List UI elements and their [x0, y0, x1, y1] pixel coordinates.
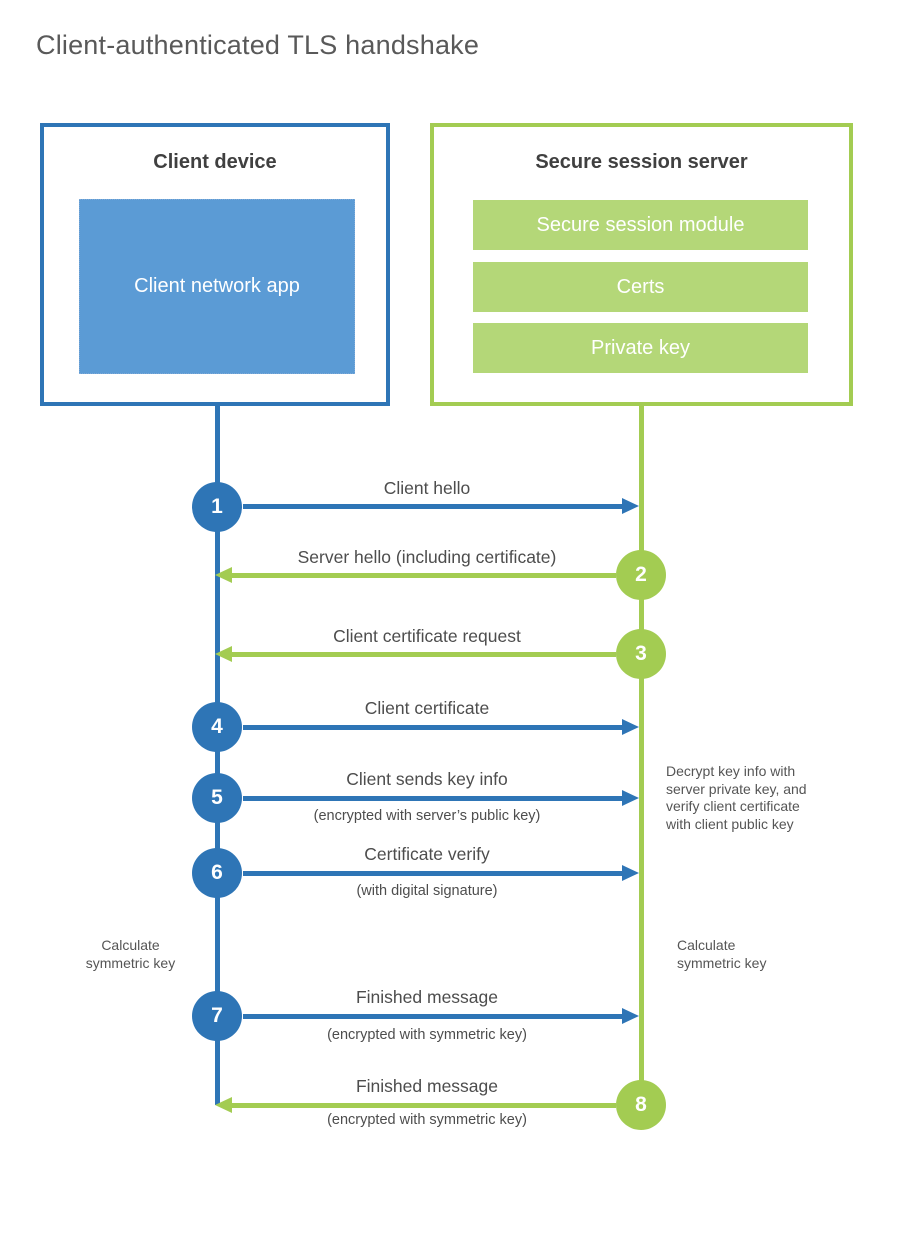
step-2-badge: 2	[616, 550, 666, 600]
client-lifeline	[215, 405, 220, 1105]
arrowhead-right-icon	[622, 719, 639, 735]
step-8-badge: 8	[616, 1080, 666, 1130]
secure-session-server-box: Secure session server Secure session mod…	[430, 123, 853, 406]
step-5-badge: 5	[192, 773, 242, 823]
client-device-box: Client device Client network app	[40, 123, 390, 406]
step-1-arrow	[243, 498, 639, 514]
step-3-label: Client certificate request	[333, 626, 521, 646]
arrowhead-right-icon	[622, 790, 639, 806]
server-module-private-key: Private key	[473, 323, 808, 373]
step-7-label: Finished message	[355, 987, 499, 1007]
step-8-sublabel: (encrypted with symmetric key)	[327, 1112, 527, 1128]
step-5-sublabel: (encrypted with server’s public key)	[313, 808, 541, 824]
calculate-symmetric-key-client-note: Calculate symmetric key	[85, 937, 176, 971]
arrowhead-right-icon	[622, 1008, 639, 1024]
step-4-badge: 4	[192, 702, 242, 752]
server-module-certs: Certs	[473, 262, 808, 312]
arrowhead-right-icon	[622, 498, 639, 514]
secure-session-server-title: Secure session server	[535, 151, 748, 173]
step-7-arrow	[243, 1008, 639, 1024]
step-2-arrow	[215, 567, 616, 583]
step-4-label: Client certificate	[364, 698, 490, 718]
step-5-arrow	[243, 790, 639, 806]
step-7-sublabel: (encrypted with symmetric key)	[327, 1027, 527, 1043]
step-1-label: Client hello	[383, 478, 471, 498]
step-6-badge: 6	[192, 848, 242, 898]
step-3-arrow	[215, 646, 616, 662]
step-7-badge: 7	[192, 991, 242, 1041]
step-6-label: Certificate verify	[364, 844, 490, 864]
step-5-label: Client sends key info	[346, 769, 508, 789]
decrypt-key-note: Decrypt key info with server private key…	[666, 763, 807, 832]
arrowhead-left-icon	[215, 1097, 232, 1113]
step-3-badge: 3	[616, 629, 666, 679]
arrowhead-left-icon	[215, 646, 232, 662]
step-4-arrow	[243, 719, 639, 735]
calculate-symmetric-key-server-note: Calculate symmetric key	[677, 937, 767, 971]
step-1-badge: 1	[192, 482, 242, 532]
step-6-arrow	[243, 865, 639, 881]
server-lifeline	[639, 405, 644, 1105]
server-module-secure-session-module: Secure session module	[473, 200, 808, 250]
step-8-label: Finished message	[355, 1076, 499, 1096]
step-2-label: Server hello (including certificate)	[297, 547, 557, 567]
arrowhead-left-icon	[215, 567, 232, 583]
client-device-title: Client device	[153, 151, 277, 173]
arrowhead-right-icon	[622, 865, 639, 881]
client-network-app-box: Client network app	[79, 199, 355, 374]
page-title: Client-authenticated TLS handshake	[36, 30, 480, 60]
step-6-sublabel: (with digital signature)	[356, 883, 498, 899]
step-8-arrow	[215, 1097, 616, 1113]
